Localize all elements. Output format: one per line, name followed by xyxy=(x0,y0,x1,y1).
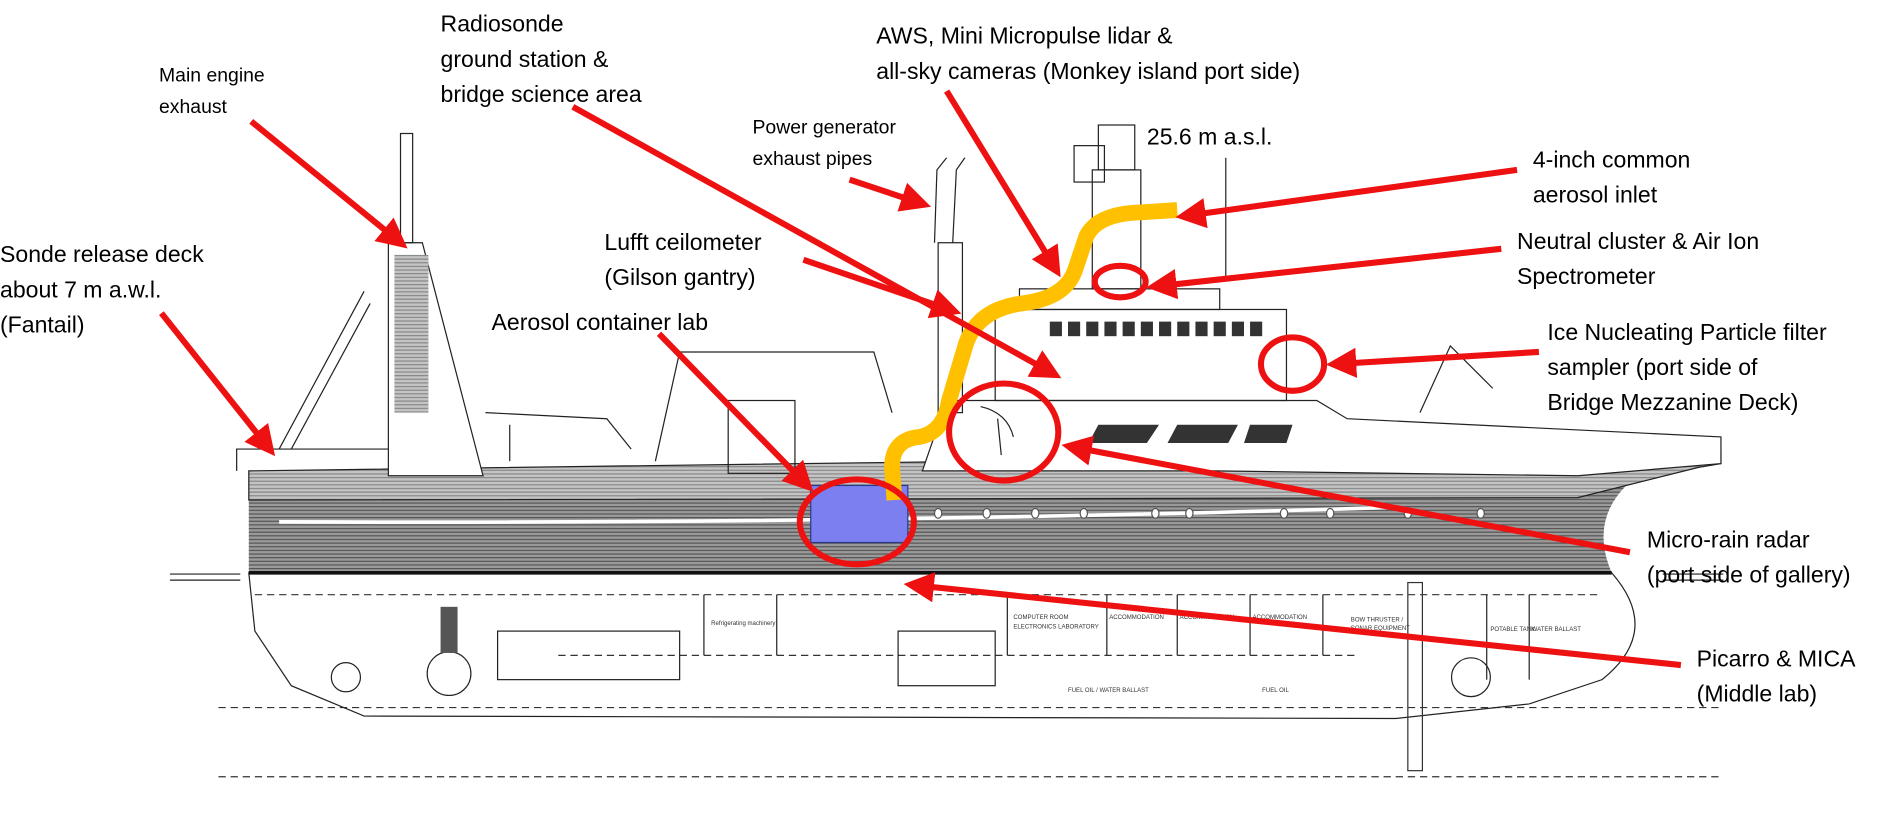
arrow-micro-rain xyxy=(1061,435,1631,556)
label-micro-rain: Micro-rain radar (port side of gallery) xyxy=(1647,526,1851,587)
compartment-fuel-oil: FUEL OIL xyxy=(1262,688,1289,694)
label-height: 25.6 m a.s.l. xyxy=(1147,123,1273,149)
arrow-sonde-deck xyxy=(159,311,276,457)
arrow-main-engine xyxy=(249,119,408,249)
aerosol-inlet-pipe xyxy=(884,202,1178,501)
ring-micro-rain-radar xyxy=(946,380,1062,484)
label-lufft: Lufft ceilometer (Gilson gantry) xyxy=(604,229,768,290)
label-radiosonde: Radiosonde ground station & bridge scien… xyxy=(441,11,642,107)
arrow-inlet xyxy=(1175,166,1518,229)
arrow-aerosol-lab xyxy=(656,331,814,492)
annotation-arrows xyxy=(159,89,1682,669)
portholes xyxy=(933,507,1485,519)
compartment-refrigerating: Refrigerating machinery xyxy=(711,621,776,627)
ship-profile: Refrigerating machinery COMPUTER ROOM EL… xyxy=(169,124,1724,778)
gallery-windows xyxy=(1088,424,1293,443)
ring-inp-sampler xyxy=(1257,334,1328,394)
compartment-computer-room-1: COMPUTER ROOM xyxy=(1013,615,1068,621)
compartment-bow-thruster-2: SONAR EQUIPMENT xyxy=(1351,626,1410,632)
compartment-water-ballast: WATER BALLAST xyxy=(1532,627,1582,633)
generator-exhaust-pipes xyxy=(933,157,966,243)
micro-rain-radar-dish xyxy=(980,405,1014,456)
compartment-computer-room-2: ELECTRONICS LABORATORY xyxy=(1013,625,1098,631)
label-sonde-deck: Sonde release deck about 7 m a.w.l. (Fan… xyxy=(0,241,210,337)
label-aws: AWS, Mini Micropulse lidar & all-sky cam… xyxy=(876,23,1300,84)
compartment-potable: POTABLE TANK xyxy=(1490,627,1535,633)
label-neutral: Neutral cluster & Air Ion Spectrometer xyxy=(1517,228,1765,289)
annotation-rings xyxy=(796,262,1328,568)
label-main-engine: Main engine exhaust xyxy=(159,64,270,118)
lower-hull xyxy=(248,572,1636,720)
ring-neutral-cluster xyxy=(1091,262,1149,301)
label-inp: Ice Nucleating Particle filter sampler (… xyxy=(1547,319,1833,415)
arrow-radiosonde xyxy=(571,104,1062,379)
main-hull xyxy=(248,467,1700,573)
arrow-neutral xyxy=(1146,245,1502,300)
machinery xyxy=(330,581,1491,772)
annotation-labels: Radiosonde ground station & bridge scien… xyxy=(0,11,1862,707)
arrow-lufft xyxy=(802,256,962,319)
compartment-accommodation-1: ACCOMMODATION xyxy=(1109,615,1164,621)
arrow-power-gen xyxy=(848,176,932,212)
aft-mast xyxy=(399,132,414,244)
label-picarro: Picarro & MICA (Middle lab) xyxy=(1697,645,1862,706)
arrow-inp xyxy=(1325,347,1540,378)
compartment-bow-thruster-1: BOW THRUSTER / xyxy=(1351,617,1404,623)
arrow-picarro xyxy=(903,572,1682,669)
bridge-windows xyxy=(1049,321,1263,337)
compartment-fuel-water: FUEL OIL / WATER BALLAST xyxy=(1068,688,1149,694)
compartment-accommodation-3: ACCOMMODATION xyxy=(1252,615,1307,621)
arrow-aws xyxy=(944,89,1061,278)
ring-aerosol-lab xyxy=(796,476,917,568)
label-aerosol-lab: Aerosol container lab xyxy=(492,309,709,335)
label-inlet: 4-inch common aerosol inlet xyxy=(1533,146,1697,207)
aerosol-container-lab xyxy=(810,484,909,544)
label-power-gen: Power generator exhaust pipes xyxy=(752,117,901,171)
gilson-gantry xyxy=(654,351,893,462)
